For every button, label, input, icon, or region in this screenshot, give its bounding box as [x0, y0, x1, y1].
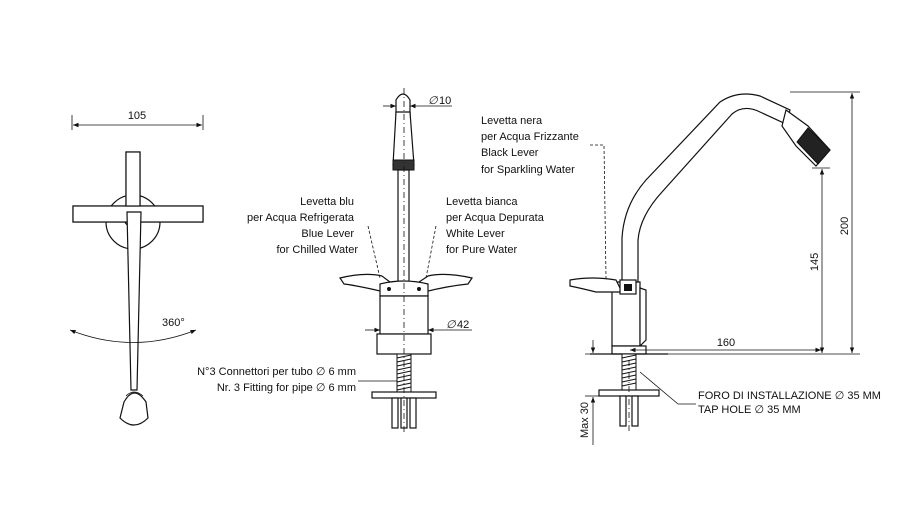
top-view: 105 360° [69, 110, 204, 426]
right-lever-leader [425, 225, 437, 279]
side-lever-label-line-3: Black Lever [481, 147, 539, 159]
top-spout-arm [126, 211, 142, 391]
tap-hole-label-line-2: TAP HOLE ∅ 35 MM [698, 404, 801, 416]
left-lever-label-line-3: Blue Lever [301, 228, 354, 240]
base-dia-label: 42 [457, 319, 469, 331]
connectors-label-line-1: N°3 Connettori per tubo ∅ 6 mm [197, 366, 356, 378]
side-spout-arm [621, 93, 791, 283]
side-lever-leader [590, 144, 607, 279]
left-lever-label-line-2: per Acqua Refrigerata [247, 212, 355, 224]
side-lever-label-line-1: Levetta nera [481, 115, 543, 127]
side-fitting-1 [619, 395, 627, 427]
hub-left-screw [387, 287, 391, 291]
side-view: Levetta nera per Acqua Frizzante Black L… [481, 91, 881, 445]
right-lever-label-line-3: White Lever [446, 228, 505, 240]
height-145-label: 145 [809, 253, 821, 271]
front-thread-hatching [396, 354, 412, 391]
front-fitting-1 [391, 397, 399, 429]
side-lever [569, 277, 623, 293]
front-stem [397, 169, 410, 283]
front-view: ∅ 10 ∅ 42 Levett [197, 88, 545, 432]
right-lever-label-line-4: for Pure Water [446, 244, 517, 256]
side-fitting-2 [631, 395, 639, 427]
side-nozzle-aerator [796, 127, 831, 165]
tap-hole-leader [639, 371, 679, 405]
side-lever-label-line-2: per Acqua Frizzante [481, 131, 579, 143]
diameter-symbol-icon-2: ∅ [446, 319, 456, 331]
width-dimension-label: 105 [128, 110, 146, 122]
connectors-label-line-2: Nr. 3 Fitting for pipe ∅ 6 mm [217, 382, 356, 394]
side-lever-screw [624, 284, 632, 291]
height-200-label: 200 [839, 217, 851, 235]
spout-dia-label: 10 [439, 95, 451, 107]
top-spout-tip-edge [125, 391, 144, 397]
side-lever-label-line-4: for Sparkling Water [481, 164, 575, 176]
diameter-symbol-icon: ∅ [428, 95, 438, 107]
top-spout-tip [119, 392, 149, 426]
max-30-label: Max 30 [579, 402, 591, 438]
right-lever-label-line-1: Levetta bianca [446, 196, 518, 208]
hub-right-screw [417, 287, 421, 291]
rotation-arrow [69, 329, 197, 343]
side-body-edge [639, 287, 647, 348]
right-lever-label-line-2: per Acqua Depurata [446, 212, 545, 224]
left-lever-label-line-1: Levetta blu [300, 196, 354, 208]
tap-hole-label-line-1: FORO DI INSTALLAZIONE ∅ 35 MM [698, 390, 881, 402]
left-lever-label-line-4: for Chilled Water [276, 244, 358, 256]
left-lever-leader [367, 225, 381, 279]
top-lever-front [125, 151, 141, 207]
side-thread-hatching [621, 354, 637, 387]
front-fitting-3 [409, 397, 417, 429]
front-aerator [392, 159, 415, 171]
front-spout-taper [392, 111, 415, 166]
reach-160-label: 160 [717, 337, 735, 349]
rotation-label: 360° [162, 317, 185, 329]
